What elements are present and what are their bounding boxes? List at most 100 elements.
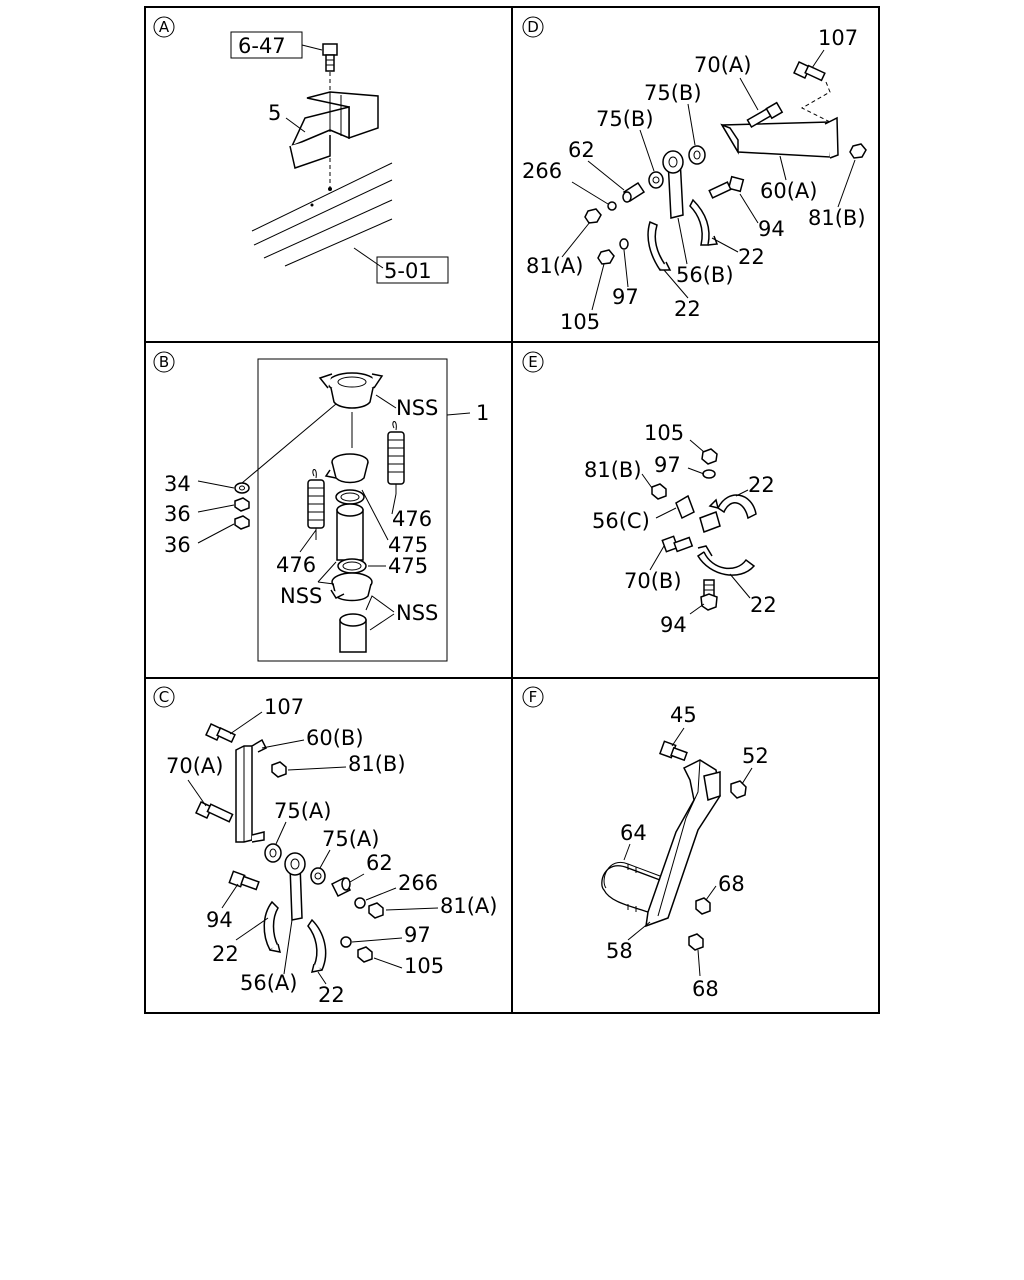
nut-36-upper-part [234,497,250,512]
part-number-label: 81(B) [348,752,406,776]
link-56a-part [284,852,306,921]
panel-d-tag: D [522,16,544,38]
washer-97-part [340,936,352,948]
part-number-label: 22 [738,245,765,269]
spring-476-right-part [387,421,405,494]
panel-a-tag: A [153,16,175,38]
part-number-label: 56(A) [240,971,297,995]
part-number-label: 22 [748,473,775,497]
part-number-label: NSS [396,396,438,420]
part-number-label: 94 [758,217,785,241]
part-number-label: 56(C) [592,509,650,533]
part-number-label: 105 [560,310,600,334]
panel-tag-label: A [159,18,170,36]
panel-e-tag: E [522,351,544,373]
part-number-label: 75(A) [322,827,379,851]
panel-b: B [153,351,489,662]
clamp-22-upper-part [708,494,757,520]
part-number-label: 22 [674,297,701,321]
part-number-label: 36 [164,502,191,526]
part-number-label: 56(B) [676,263,734,287]
reference-box-bottom[interactable]: 5-01 [376,256,449,284]
part-number-label: 476 [392,507,432,531]
nut-81a-part [584,208,602,224]
spring-476-left-part [307,469,325,540]
washer-266-part [354,897,366,909]
panel-tag-label: C [159,688,169,706]
bolt-107-part [793,61,826,82]
bolt-70a-part [746,101,784,128]
bracket-58-part [645,759,721,928]
collar-75b-part [688,145,706,165]
part-number-label: 105 [644,421,684,445]
part-number-label: 22 [750,593,777,617]
part-number-label: NSS [396,601,438,625]
bolt-70a-part [195,801,234,823]
panel-tag-label: D [527,18,539,36]
frame-rail [251,162,393,267]
ring-475-upper-part [335,489,365,505]
bolt-107-part [205,723,236,744]
flange-lower-part [330,572,373,602]
nut-52-part [730,780,747,799]
clamp-22-lower-part [647,220,672,272]
part-number-label: 105 [404,954,444,978]
panel-d: D [522,16,867,334]
clamp-22-right-part [307,918,327,973]
bolt-70b-part [661,535,694,553]
part-number-label: 107 [818,26,858,50]
panel-tag-label: F [529,688,538,706]
panel-tag-label: E [528,353,537,371]
nut-105-part [701,448,718,465]
part-number-label: 70(A) [166,754,223,778]
part-number-label: 97 [654,453,681,477]
part-number-label: 62 [366,851,393,875]
panel-c: C [153,686,497,1007]
part-number-label: 475 [388,554,428,578]
panel-a: A 6-47 5 [153,16,449,284]
washer-97-part [619,238,629,250]
part-number-label: 22 [212,942,239,966]
part-number-label: 52 [742,744,769,768]
part-number-label: 75(A) [274,799,331,823]
part-number-label: NSS [280,584,322,608]
nut-81a-part [368,902,384,919]
part-number-label: 60(B) [306,726,364,750]
ubolt-64-part [601,861,661,913]
part-number-label: 70(A) [694,53,751,77]
bolt-45-part [659,740,688,762]
part-number-label: 266 [398,871,438,895]
part-number-label: 22 [318,983,345,1007]
link-56b-part [662,150,684,219]
panel-e: E 105 [522,351,777,637]
bracket-5-part [289,91,379,169]
part-number-label: 5 [268,101,281,125]
part-number-label: 58 [606,939,633,963]
part-number-label: 70(B) [624,569,682,593]
panel-b-tag: B [153,351,175,373]
part-number-label: 94 [206,908,233,932]
part-number-label: 81(A) [526,254,583,278]
nut-105-part [357,946,373,963]
reference-number: 6-47 [238,34,286,58]
part-number-label: 81(B) [808,206,866,230]
washer-34-part [234,482,250,494]
bolt-94-part [700,579,718,611]
flange-top-part [318,372,384,409]
part-number-label: 94 [660,613,687,637]
part-number-label: 75(B) [596,107,654,131]
part-number-label: 107 [264,695,304,719]
part-number-label: 266 [522,159,562,183]
part-number-label: 45 [670,703,697,727]
reference-box-top[interactable]: 6-47 [230,31,303,59]
bracket-60b-part [235,738,268,843]
nut-81b-part [651,483,667,500]
bolt-94-part [708,175,745,199]
pipe-part [336,503,364,561]
diagram-grid [144,6,880,1014]
assembly-box [257,358,448,662]
part-number-label: 68 [718,872,745,896]
part-number-label: 75(B) [644,81,702,105]
part-number-label: 97 [404,923,431,947]
